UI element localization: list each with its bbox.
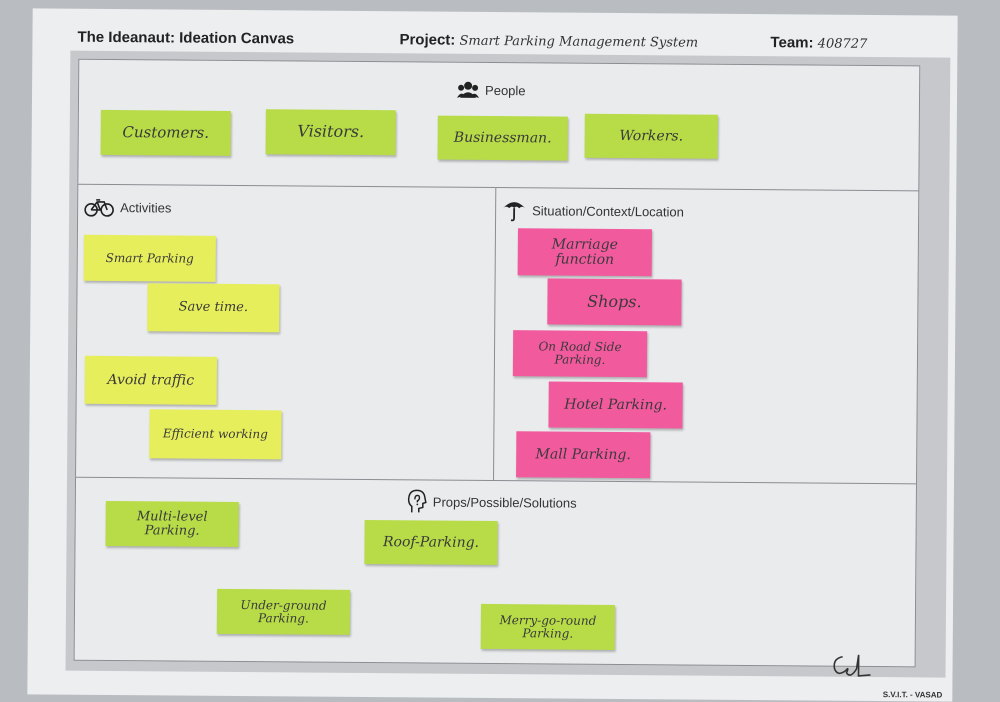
people-note: Workers. [584,113,718,159]
props-label: Props/Possible/Solutions [432,494,577,511]
team-field: Team: 408727 [770,34,867,52]
people-panel: People Customers. Visitors. Businessman.… [77,58,921,193]
props-note: Under-ground Parking. [216,588,351,635]
people-note: Visitors. [265,109,396,156]
situation-note: On Road Side Parking. [512,330,648,378]
people-section-label: People [457,81,526,100]
props-note: Roof-Parking. [364,520,498,566]
team-value: 408727 [817,36,868,52]
situation-section-label: Situation/Context/Location [502,198,684,223]
signature [830,651,874,681]
people-icon [457,81,480,99]
props-panel: Props/Possible/Solutions Multi-level Par… [73,476,918,668]
props-note: Multi-level Parking. [105,500,239,548]
situation-note: Mall Parking. [516,431,651,479]
activities-note: Smart Parking [83,234,216,282]
props-section-label: Props/Possible/Solutions [407,488,577,515]
activities-note: Save time. [147,283,280,333]
canvas-title: The Ideanaut: Ideation Canvas [77,28,295,48]
people-note: Customers. [100,109,231,156]
head-icon [407,488,427,514]
footer-institution: S.V.I.T. - VASAD [882,690,943,700]
activities-panel: Activities Smart Parking Save time. Avoi… [75,183,498,483]
situation-panel: Situation/Context/Location Marriage func… [493,187,920,486]
bicycle-icon [84,197,114,217]
props-note: Merry-go-round Parking. [480,603,616,650]
activities-label: Activities [120,199,172,215]
project-field: Project: Smart Parking Management System [399,31,698,50]
canvas-frame: People Customers. Visitors. Businessman.… [65,50,951,678]
team-label: Team: [770,34,814,52]
activities-section-label: Activities [84,197,172,218]
umbrella-icon [502,198,526,222]
situation-note: Marriage function [517,228,652,277]
people-note: Businessman. [437,115,568,161]
people-label: People [485,82,526,98]
activities-note: Efficient working [149,409,282,460]
situation-note: Shops. [547,278,682,326]
project-value: Smart Parking Management System [459,33,699,51]
situation-note: Hotel Parking. [548,381,683,429]
project-label: Project: [399,31,456,49]
activities-note: Avoid traffic [84,355,217,405]
canvas-sheet: The Ideanaut: Ideation Canvas Project: S… [27,8,958,702]
situation-label: Situation/Context/Location [532,202,684,219]
